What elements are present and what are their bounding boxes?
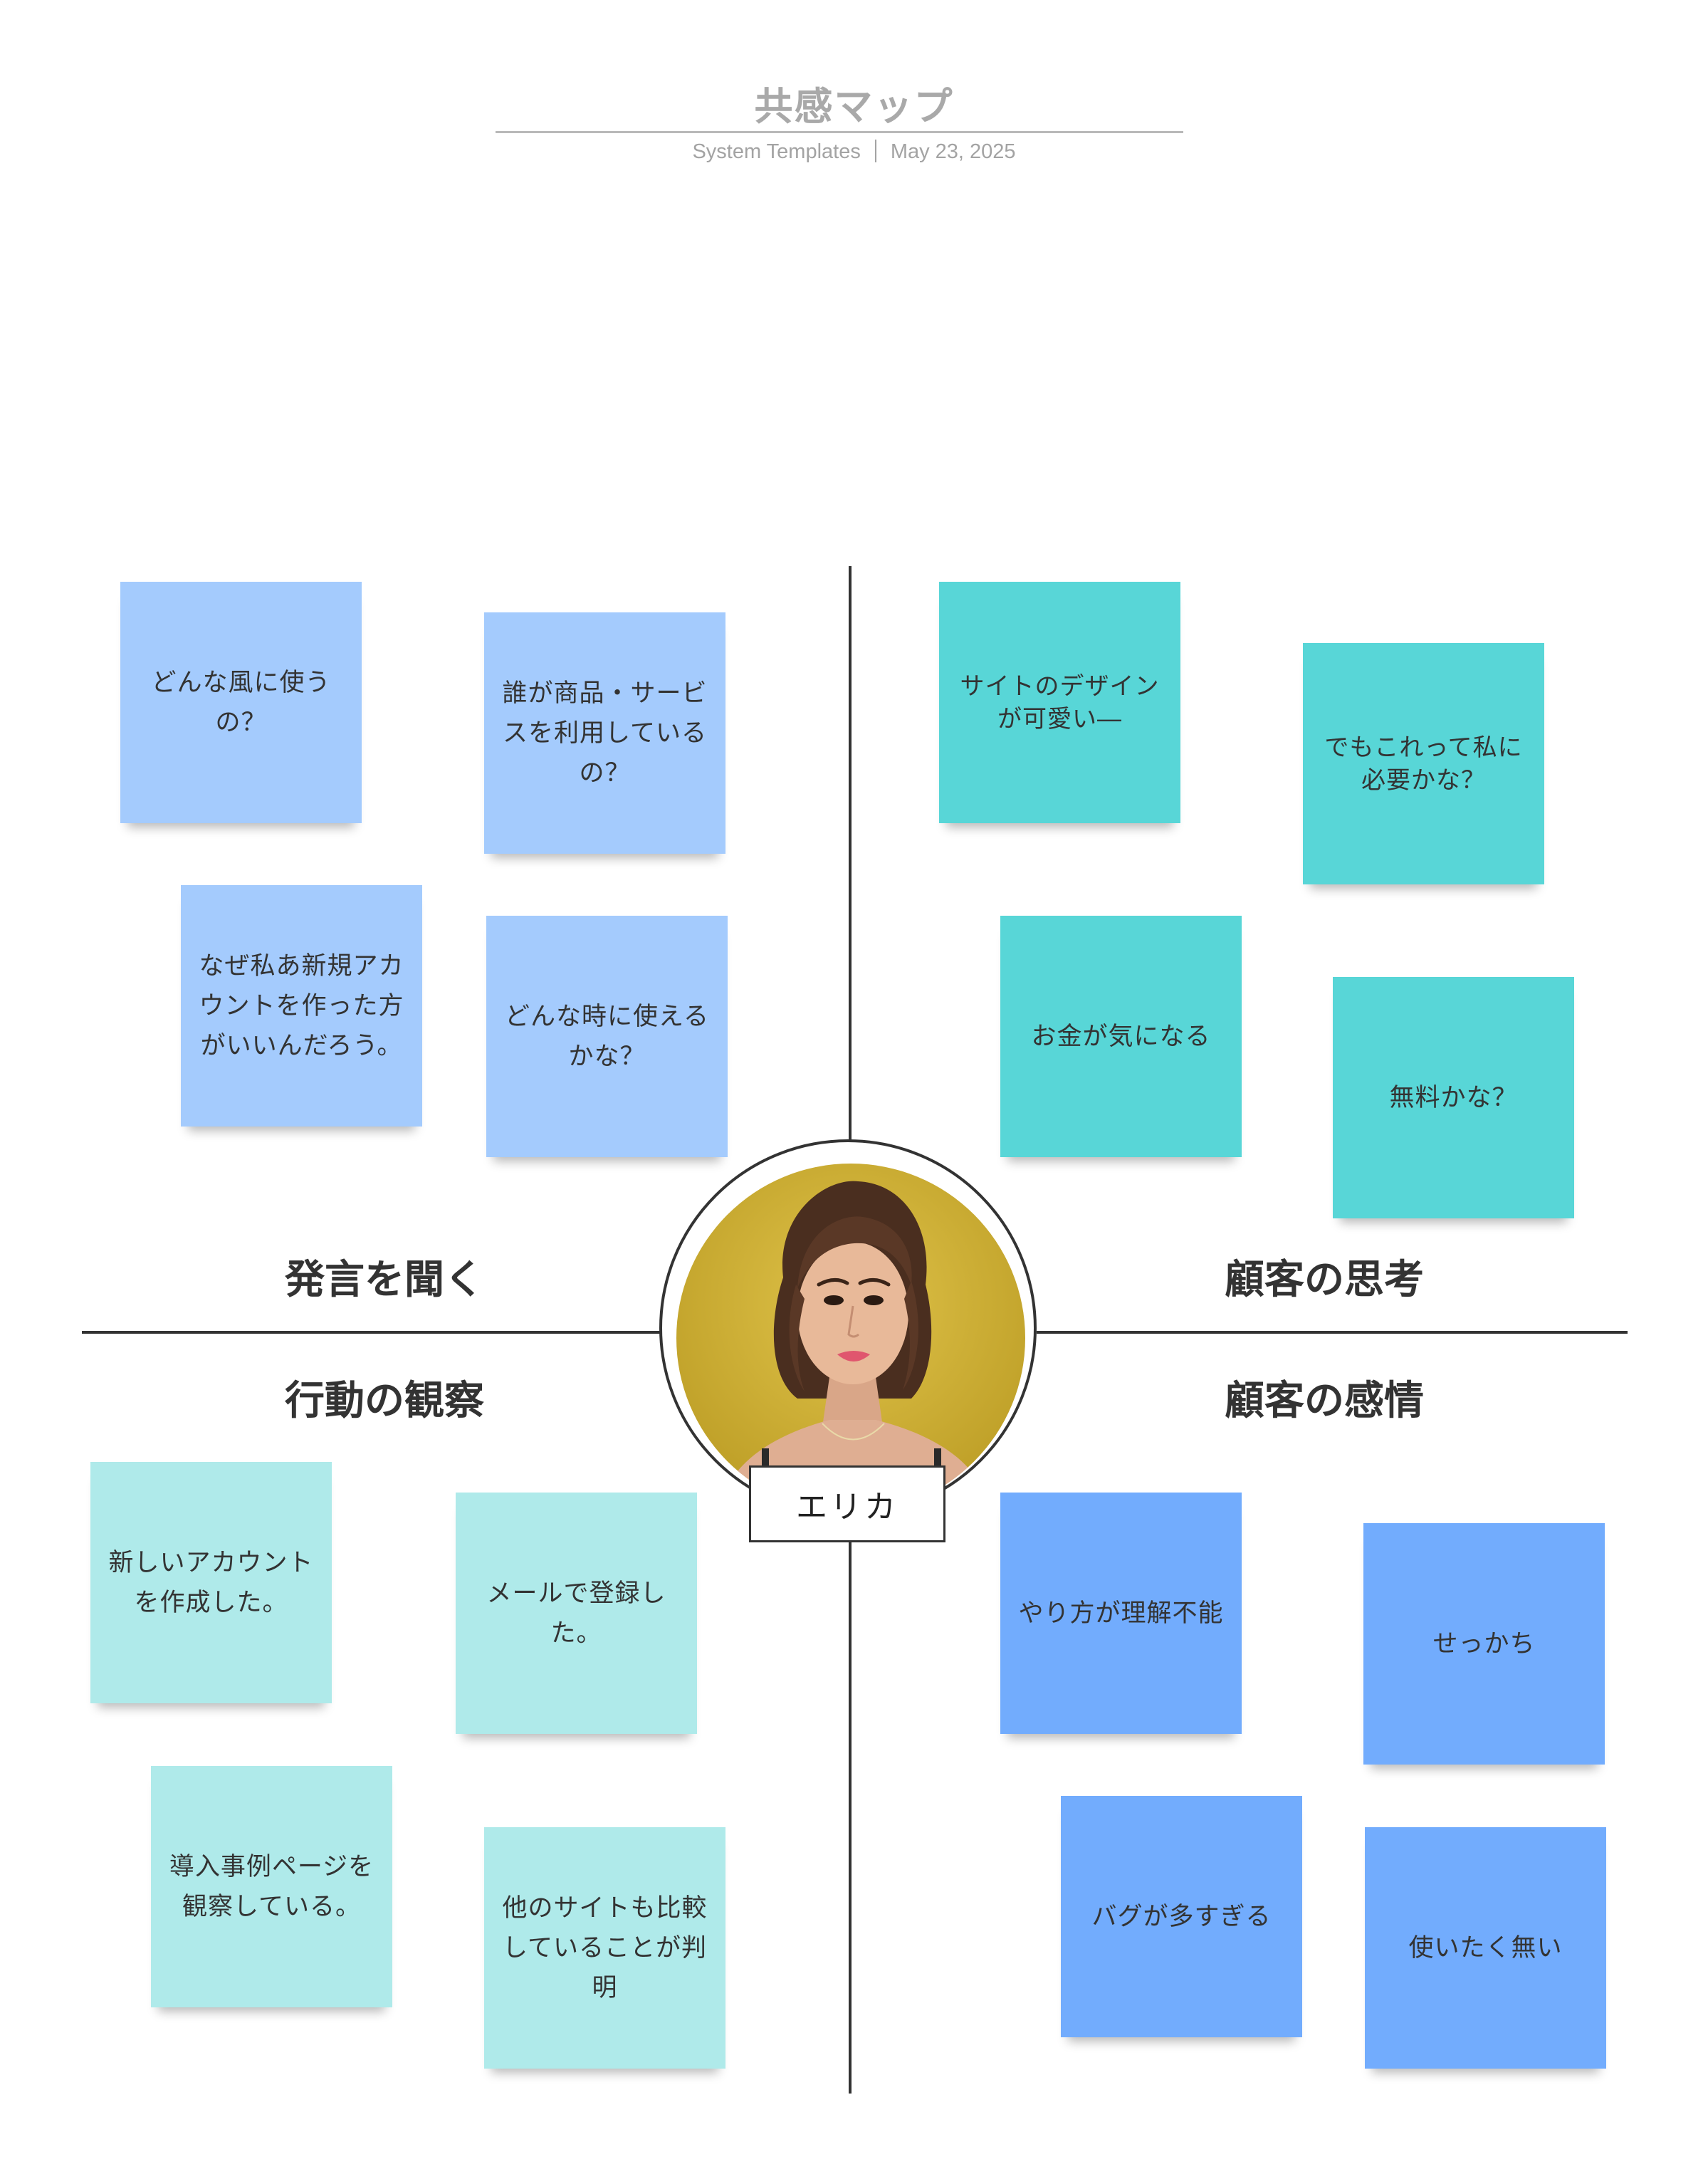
sticky-note-says-2[interactable]: 誰が商品・サービスを利用しているの？ (484, 612, 725, 854)
persona-name-tag[interactable]: エリカ (749, 1465, 945, 1542)
page-title: 共感マップ (754, 84, 954, 129)
sticky-note-feels-3[interactable]: バグが多すぎる (1061, 1796, 1302, 2037)
horizontal-axis-right (1037, 1331, 1628, 1334)
sticky-note-does-3[interactable]: 導入事例ページを観察している。 (151, 1766, 392, 2007)
quadrant-label-does: 行動の観察 (285, 1378, 484, 1424)
horizontal-axis-left (82, 1331, 660, 1334)
vertical-axis-top (849, 566, 852, 1143)
template-source: System Templates (692, 140, 861, 163)
sticky-note-feels-4[interactable]: 使いたく無い (1365, 1827, 1606, 2069)
persona-illustration (676, 1164, 1025, 1512)
persona-photo (676, 1164, 1025, 1512)
sticky-note-thinks-2[interactable]: でもこれって私に必要かな？ (1303, 643, 1544, 884)
meta-divider (874, 140, 876, 162)
sticky-note-does-1[interactable]: 新しいアカウントを作成した。 (90, 1462, 332, 1703)
page-date: May 23, 2025 (890, 140, 1016, 163)
sticky-note-thinks-3[interactable]: お金が気になる (1000, 916, 1242, 1157)
sticky-note-thinks-1[interactable]: サイトのデザインが可愛い― (939, 582, 1180, 823)
sticky-note-says-1[interactable]: どんな風に使うの？ (120, 582, 362, 823)
quadrant-label-feels: 顧客の感情 (1225, 1378, 1424, 1424)
page-meta: System Templates May 23, 2025 (0, 140, 1708, 164)
sticky-note-feels-2[interactable]: せっかち (1363, 1523, 1605, 1765)
title-underline (496, 131, 1183, 133)
sticky-note-does-4[interactable]: 他のサイトも比較していることが判明 (484, 1827, 725, 2069)
sticky-note-thinks-4[interactable]: 無料かな？ (1333, 977, 1574, 1218)
sticky-note-says-4[interactable]: どんな時に使えるかな？ (486, 916, 728, 1157)
sticky-note-feels-1[interactable]: やり方が理解不能 (1000, 1493, 1242, 1734)
sticky-note-does-2[interactable]: メールで登録した。 (456, 1493, 697, 1734)
quadrant-label-says: 発言を聞く (285, 1257, 484, 1303)
sticky-note-says-3[interactable]: なぜ私あ新規アカウントを作った方がいいんだろう。 (181, 885, 422, 1127)
vertical-axis-bottom (849, 1538, 852, 2094)
quadrant-label-thinks: 顧客の思考 (1225, 1257, 1424, 1303)
persona-circle[interactable] (659, 1139, 1037, 1517)
